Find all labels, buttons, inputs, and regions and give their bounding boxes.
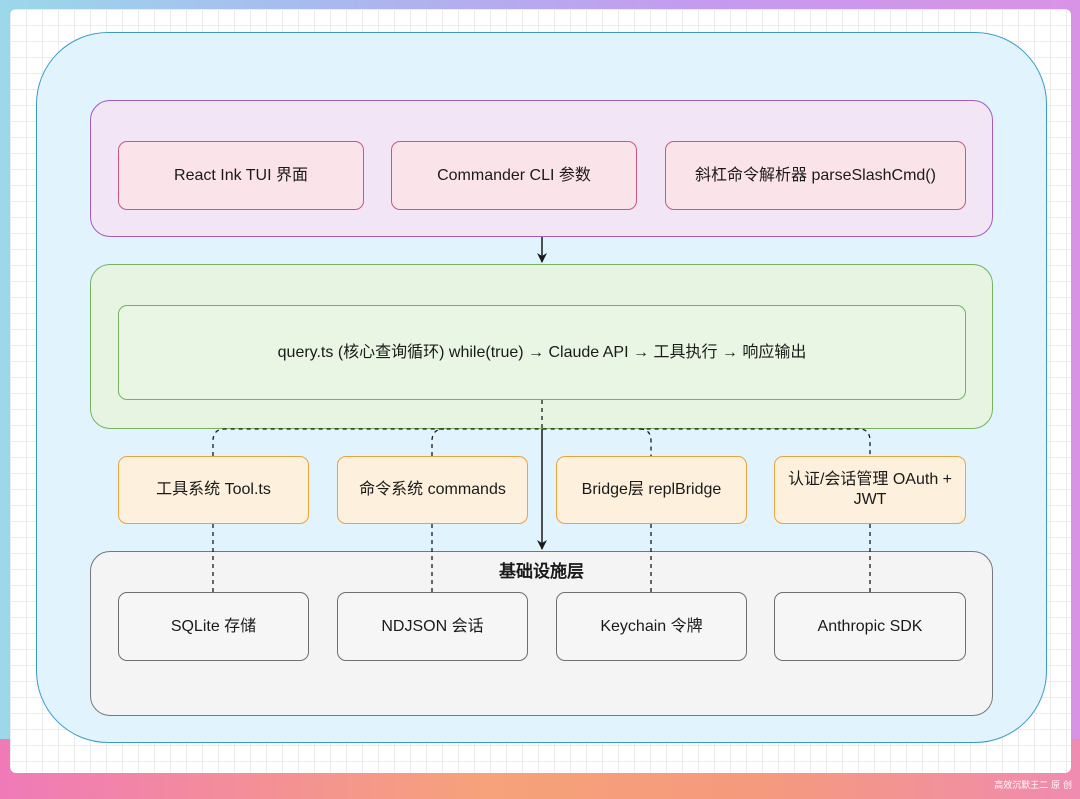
- dashed-branch-bridge: [639, 428, 652, 456]
- keychain-token-node[interactable]: Keychain 令牌: [556, 592, 747, 661]
- sqlite-storage-node[interactable]: SQLite 存储: [118, 592, 309, 661]
- bridge-layer-node[interactable]: Bridge层 replBridge: [556, 456, 747, 524]
- react-ink-tui-node[interactable]: React Ink TUI 界面: [118, 141, 364, 210]
- watermark: 高效沉默王二 原 创: [994, 781, 1072, 791]
- auth-session-node[interactable]: 认证/会话管理 OAuth + JWT: [774, 456, 966, 524]
- tool-system-node[interactable]: 工具系统 Tool.ts: [118, 456, 309, 524]
- ndjson-session-node[interactable]: NDJSON 会话: [337, 592, 528, 661]
- anthropic-sdk-node[interactable]: Anthropic SDK: [774, 592, 966, 661]
- dashed-bus-left: [212, 428, 871, 456]
- query-loop-node[interactable]: query.ts (核心查询循环) while(true) → Claude A…: [118, 305, 966, 400]
- slash-command-parser-node[interactable]: 斜杠命令解析器 parseSlashCmd(): [665, 141, 966, 210]
- dashed-branch-commands: [431, 428, 445, 456]
- command-system-node[interactable]: 命令系统 commands: [337, 456, 528, 524]
- commander-cli-node[interactable]: Commander CLI 参数: [391, 141, 637, 210]
